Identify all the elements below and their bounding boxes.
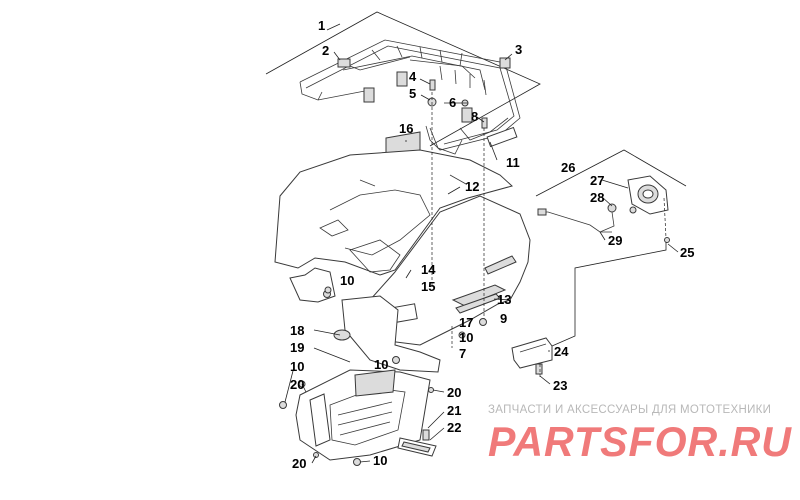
callout-18: 18 xyxy=(290,323,304,338)
callout-10-bottom: 10 xyxy=(373,453,387,468)
callout-29: 29 xyxy=(608,233,622,248)
callout-19: 19 xyxy=(290,340,304,355)
inner-splash-panel xyxy=(333,295,441,373)
callout-3: 3 xyxy=(515,42,522,57)
callout-10-mid: 10 xyxy=(459,330,473,345)
callout-8: 8 xyxy=(471,109,478,124)
watermark-logo: PARTSFOR.RU xyxy=(488,418,793,462)
tail-light-assembly xyxy=(537,175,670,243)
callout-13: 13 xyxy=(497,292,511,307)
callout-15: 15 xyxy=(421,279,435,294)
callout-10-fender: 10 xyxy=(340,273,354,288)
fasteners xyxy=(279,286,487,466)
callout-23: 23 xyxy=(553,378,567,393)
callout-20-right: 20 xyxy=(447,385,461,400)
leader-lines xyxy=(284,23,679,464)
watermark-tagline: ЗАПЧАСТИ И АКСЕССУАРЫ ДЛЯ МОТОТЕХНИКИ xyxy=(488,404,772,416)
callout-24: 24 xyxy=(554,344,569,359)
left-fender-flap xyxy=(289,267,336,303)
callout-25: 25 xyxy=(680,245,694,260)
callout-5: 5 xyxy=(409,86,416,101)
callout-11: 11 xyxy=(506,155,520,170)
callout-10-panel: 10 xyxy=(374,357,388,372)
callout-7: 7 xyxy=(459,346,466,361)
callout-26: 26 xyxy=(561,160,575,175)
callout-20-left: 20 xyxy=(290,377,304,392)
callout-9: 9 xyxy=(500,311,507,326)
callout-10-left: 10 xyxy=(290,359,304,374)
tail-light-bracket xyxy=(511,337,553,375)
callout-4: 4 xyxy=(409,69,417,84)
callout-16: 16 xyxy=(399,121,413,136)
callout-21: 21 xyxy=(447,403,461,418)
callout-20-bottom: 20 xyxy=(292,456,306,471)
callout-2: 2 xyxy=(322,43,329,58)
assembly-lines xyxy=(431,92,667,378)
callout-12: 12 xyxy=(465,179,479,194)
callout-17: 17 xyxy=(459,315,473,330)
callout-22: 22 xyxy=(447,420,461,435)
watermark-logo-text: PARTSFOR.RU xyxy=(488,418,793,462)
footrest-trim xyxy=(397,429,437,457)
callout-6: 6 xyxy=(449,95,456,110)
callout-1: 1 xyxy=(318,18,325,33)
rack-assembly-bracket xyxy=(265,11,541,147)
callout-27: 27 xyxy=(590,173,604,188)
callout-14: 14 xyxy=(421,262,436,277)
callout-28: 28 xyxy=(590,190,604,205)
footwell-guard xyxy=(295,369,431,461)
callout-labels: 1 2 3 4 5 6 8 16 11 12 26 27 28 29 25 10… xyxy=(290,18,694,471)
rear-fender-body xyxy=(274,149,531,346)
tail-light-assembly-bracket xyxy=(535,149,687,197)
